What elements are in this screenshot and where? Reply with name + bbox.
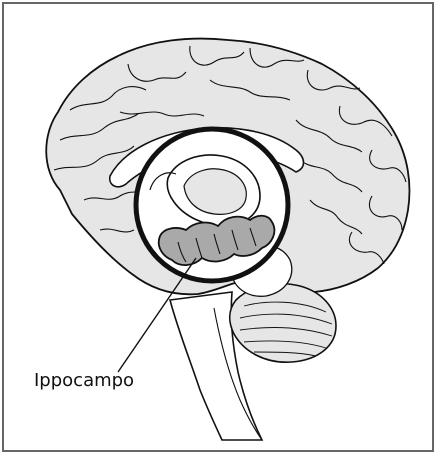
hippocampus-label: Ippocampo	[34, 370, 134, 391]
highlight-region	[136, 129, 288, 281]
cerebellum	[230, 284, 336, 363]
